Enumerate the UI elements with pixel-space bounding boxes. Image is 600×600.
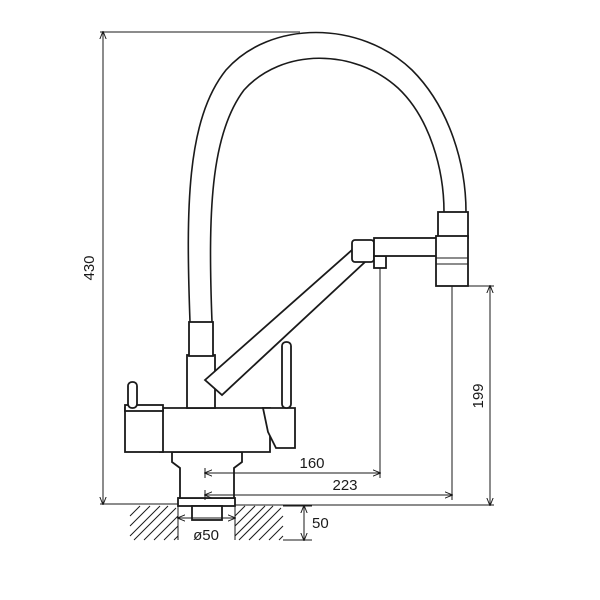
valve-body: [159, 407, 271, 453]
hose-outer: [187, 31, 467, 323]
deck-thickness-label: 50: [312, 515, 329, 532]
sprayer-collar: [437, 211, 469, 239]
dimension-spout-reach: 223: [205, 286, 452, 500]
filter-reach-label: 160: [299, 455, 324, 472]
countertop-left: [129, 505, 179, 541]
right-lever: [281, 341, 292, 409]
filter-spout-joint: [351, 239, 375, 263]
left-handle-body: [124, 407, 164, 453]
countertop-right: [234, 505, 284, 541]
dimension-filter-reach: 160: [205, 268, 380, 478]
hose-inner: [209, 57, 445, 323]
left-handle-cap: [124, 404, 164, 412]
dimension-deck-thickness: 50: [283, 506, 329, 540]
base-flange: [177, 497, 236, 507]
hole-diameter-label: ø50: [193, 527, 219, 544]
faucet-outline: [124, 31, 469, 521]
hose-connector: [188, 321, 214, 357]
filter-spout-arm-end: [373, 237, 439, 257]
spout-height-label: 199: [470, 383, 487, 408]
left-lever: [127, 381, 138, 409]
total-height-label: 430: [81, 255, 98, 280]
countertop-section: [129, 505, 284, 541]
filter-spout-tip: [373, 255, 387, 269]
sprayer-head: [435, 235, 469, 287]
dimension-spout-height: 199: [235, 286, 494, 505]
spout-reach-label: 223: [332, 477, 357, 494]
pedestal: [171, 451, 243, 499]
dimension-hole-diameter: ø50: [178, 518, 235, 544]
dimension-total-height: 430: [81, 32, 300, 504]
